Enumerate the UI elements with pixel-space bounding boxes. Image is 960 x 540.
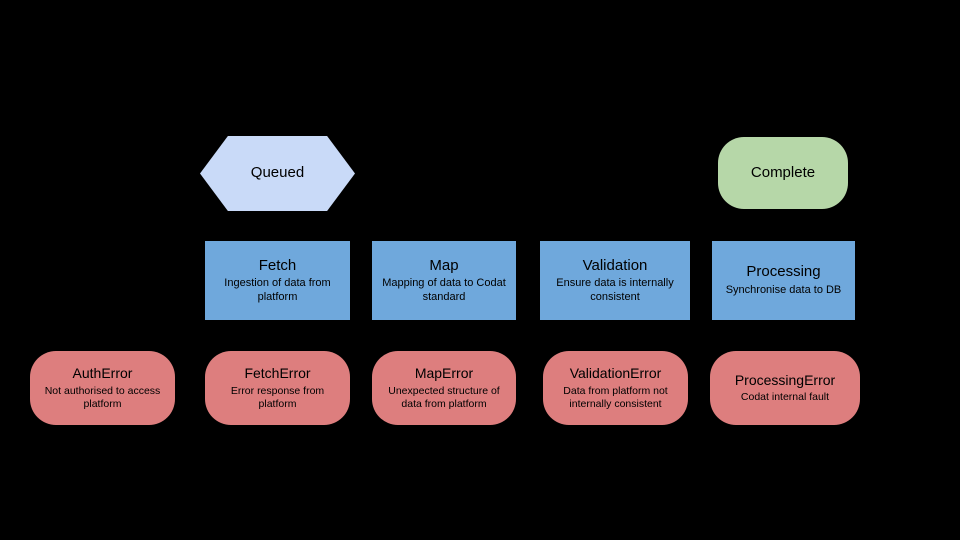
error-subtitle: Unexpected structure of data from platfo… <box>388 384 500 410</box>
error-node-validationerror: ValidationError Data from platform not i… <box>543 351 688 425</box>
error-subtitle: Not authorised to access platform <box>44 384 161 410</box>
error-node-maperror: MapError Unexpected structure of data fr… <box>372 351 516 425</box>
stage-subtitle: Synchronise data to DB <box>725 284 842 297</box>
queued-state-node: Queued <box>200 136 355 211</box>
error-title: FetchError <box>244 365 311 382</box>
complete-state-node: Complete <box>718 137 848 209</box>
error-subtitle: Error response from platform <box>230 384 325 410</box>
error-subtitle: Data from platform not internally consis… <box>563 384 668 410</box>
error-node-autherror: AuthError Not authorised to access platf… <box>30 351 175 425</box>
queued-state-label: Queued <box>250 164 305 182</box>
error-node-fetcherror: FetchError Error response from platform <box>205 351 350 425</box>
error-title: ValidationError <box>569 365 662 382</box>
stage-subtitle: Ensure data is internally consistent <box>556 277 674 303</box>
stage-title: Map <box>429 256 459 274</box>
stage-subtitle: Ingestion of data from platform <box>224 277 331 303</box>
error-subtitle: Codat internal fault <box>740 391 830 404</box>
stage-node-processing: Processing Synchronise data to DB <box>712 241 855 320</box>
stage-node-validation: Validation Ensure data is internally con… <box>540 241 690 320</box>
stage-title: Fetch <box>258 256 297 274</box>
stage-title: Processing <box>746 263 821 281</box>
error-title: AuthError <box>72 365 133 382</box>
error-node-processingerror: ProcessingError Codat internal fault <box>710 351 860 425</box>
stage-subtitle: Mapping of data to Codat standard <box>382 277 506 303</box>
stage-node-map: Map Mapping of data to Codat standard <box>372 241 516 320</box>
complete-state-label: Complete <box>750 163 816 181</box>
error-title: MapError <box>414 365 474 382</box>
stage-title: Validation <box>582 256 648 274</box>
error-title: ProcessingError <box>734 371 836 388</box>
stage-node-fetch: Fetch Ingestion of data from platform <box>205 241 350 320</box>
